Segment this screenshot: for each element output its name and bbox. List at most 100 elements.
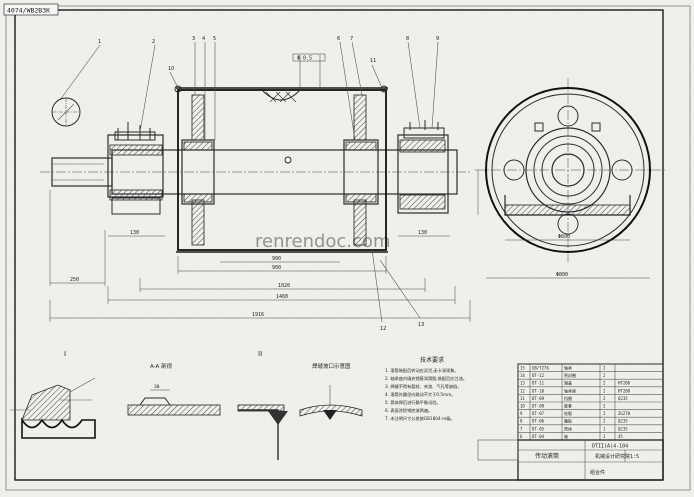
- dim-inner2: 900: [272, 256, 281, 262]
- parts-cell: 胀套: [564, 403, 572, 409]
- parts-cell: 12: [520, 388, 525, 393]
- end-disc-right-top: [353, 94, 367, 141]
- svg-text:11: 11: [370, 58, 376, 64]
- lagging-detail: [261, 89, 301, 101]
- note-line: 6. 表面涂防锈底漆两遍。: [385, 407, 432, 414]
- dim-left-shaft: 250: [70, 277, 79, 283]
- parts-cell: 6: [520, 434, 523, 439]
- drum-outer-circle: [485, 87, 651, 253]
- note-line: 4. 滚筒外圆径向跳动不大于0.5mm。: [385, 391, 455, 398]
- drawing-number: DTII(A)4-104: [592, 444, 628, 450]
- dim-left-seg: 130: [130, 230, 139, 236]
- svg-text:12: 12: [380, 326, 386, 332]
- technical-notes: 技术要求 1. 滚筒装配后转动应灵活,无卡滞现象。 2. 轴承座内填充锂基润滑脂…: [385, 356, 467, 422]
- parts-cell: 10: [520, 404, 525, 409]
- note-line: 1. 滚筒装配后转动应灵活,无卡滞现象。: [385, 367, 459, 374]
- corner-code-box: [3, 3, 59, 16]
- notes-title: 技术要求: [420, 356, 444, 364]
- parts-cell: DT-11: [532, 381, 545, 386]
- parts-cell: 2: [603, 366, 606, 371]
- parts-cell: 13: [520, 381, 525, 386]
- dim-mid-span: 1460: [276, 294, 288, 300]
- main-shaft: [111, 149, 458, 195]
- drum-shell: [177, 89, 387, 251]
- parts-cell: 9: [520, 411, 523, 416]
- parts-cell: 轴承座: [564, 387, 576, 393]
- svg-text:9: 9: [436, 36, 439, 42]
- dim-side-dia2: Φ800: [556, 272, 568, 278]
- svg-text:4: 4: [202, 36, 205, 42]
- parts-cell: 轴: [564, 433, 568, 439]
- parts-cell: DT-04: [532, 434, 545, 439]
- parts-cell: 2: [603, 381, 606, 386]
- note-line: 2. 轴承座内填充锂基润滑脂,装配后应注油。: [385, 375, 467, 382]
- dim-right-seg: 130: [418, 230, 427, 236]
- dim-side-dia: Φ600: [558, 234, 570, 240]
- parts-cell: 2: [603, 411, 606, 416]
- parts-cell: DT-08: [532, 404, 545, 409]
- svg-text:30: 30: [154, 384, 160, 390]
- parts-cell: 密封圈: [564, 372, 576, 378]
- weld-title: 焊缝坡口示意图: [312, 362, 351, 370]
- section-aa-label: A-A 剖视: [150, 362, 173, 370]
- hub-left: [181, 139, 215, 205]
- parts-cell: 挡圈: [564, 395, 572, 401]
- parts-cell: 1: [603, 426, 606, 431]
- svg-text:1: 1: [98, 39, 101, 45]
- parts-cell: 2: [603, 419, 606, 424]
- parts-cell: 轮毂: [564, 410, 572, 416]
- parts-cell: 2: [603, 396, 606, 401]
- parts-cell: 7: [520, 426, 523, 431]
- parts-cell: 2: [603, 404, 606, 409]
- dim-bottom-span: 1916: [252, 312, 264, 318]
- note-line: 5. 筒体焊后进行静平衡试验。: [385, 399, 441, 406]
- svg-text:Φ 0.5: Φ 0.5: [297, 56, 312, 62]
- parts-cell: HT200: [618, 381, 631, 386]
- svg-text:7: 7: [350, 36, 353, 42]
- parts-cell: 45: [618, 434, 623, 439]
- svg-text:8: 8: [406, 36, 409, 42]
- parts-cell: HT200: [618, 388, 631, 393]
- detail-one-label: I: [64, 350, 66, 358]
- parts-cell: 14: [520, 373, 525, 378]
- scale: 1:5: [630, 454, 639, 460]
- parts-cell: 11: [520, 396, 525, 401]
- parts-cell: DT-06: [532, 419, 545, 424]
- parts-cell: 1: [603, 434, 606, 439]
- parts-cell: 8: [520, 419, 523, 424]
- bearing-housing-right: [397, 134, 449, 214]
- svg-text:6: 6: [337, 36, 340, 42]
- parts-cell: ZG270: [618, 411, 631, 416]
- svg-text:3: 3: [192, 36, 195, 42]
- parts-cell: 15: [520, 366, 525, 371]
- note-line: 7. 未注明尺寸公差按GB1804-m级。: [385, 415, 455, 422]
- parts-cell: 筒体: [564, 425, 572, 431]
- parts-cell: 腹板: [564, 418, 572, 424]
- corner-code: 4074/WB2B3K: [7, 7, 50, 15]
- parts-cell: DT-10: [532, 388, 545, 393]
- outer-border: [5, 5, 691, 491]
- parts-cell: GB/T276: [532, 366, 549, 371]
- detail-two-label: II: [258, 350, 262, 358]
- parts-cell: DT-12: [532, 373, 545, 378]
- svg-text:2: 2: [152, 39, 155, 45]
- section-aa-plate: [127, 404, 221, 416]
- drawing-name: 传动滚筒: [535, 452, 559, 460]
- dim-inner-span: 1020: [278, 283, 290, 289]
- parts-cell: 轴承: [564, 365, 572, 371]
- parts-cell: 2: [603, 388, 606, 393]
- end-disc-left-top: [191, 94, 205, 141]
- company-name: 机械设计研究院: [595, 453, 630, 460]
- parts-cell: Q235: [618, 396, 628, 401]
- svg-text:13: 13: [418, 322, 424, 328]
- title-block: DTII(A)4-104 机械设计研究院 1:5 传动滚筒 组合件: [477, 439, 664, 481]
- parts-cell: 端盖: [564, 380, 572, 386]
- watermark: renrendoc.com: [255, 231, 390, 252]
- parts-cell: DT-09: [532, 396, 545, 401]
- parts-cell: DT-07: [532, 411, 545, 416]
- parts-cell: DT-05: [532, 426, 545, 431]
- svg-text:10: 10: [168, 66, 174, 72]
